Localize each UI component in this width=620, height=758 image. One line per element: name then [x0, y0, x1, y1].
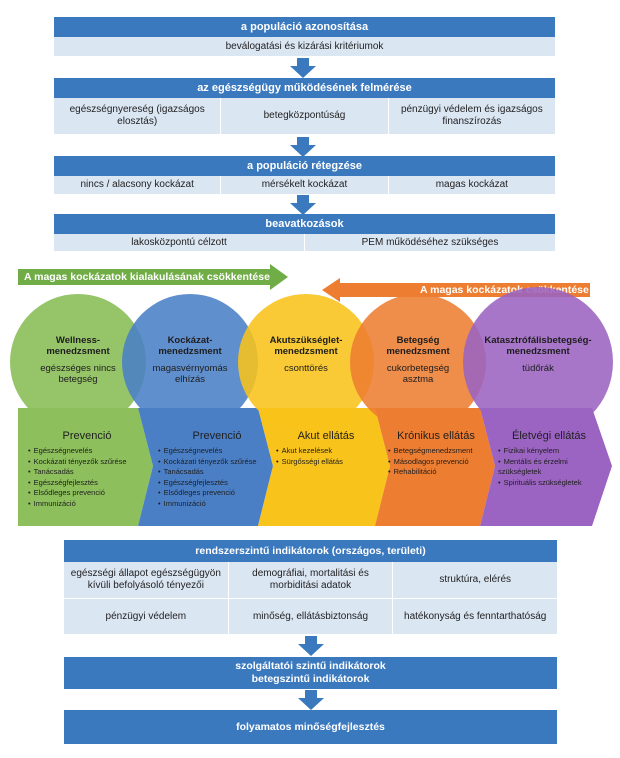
stratification-row: nincs / alacsony kockázat mérsékelt kock…: [54, 176, 555, 194]
health-system-item: egészségnyereség (igazságos elosztás): [69, 104, 205, 127]
green-arrow-label: A magas kockázatok kialakulásának csökke…: [24, 271, 270, 283]
circle-disease-text: Betegség menedzsment cukorbetegség asztm…: [376, 335, 460, 385]
indicator-cell: demográfiai, mortalitási és morbiditási …: [227, 562, 393, 598]
band-title: Prevenció: [192, 430, 242, 442]
indicator-cell: pénzügyi védelem: [105, 611, 187, 622]
provider-indicators-line: szolgáltatói szintű indikátorok: [235, 660, 386, 672]
circle-catastrophic: [463, 287, 613, 437]
band-item: Fizikai kényelem: [498, 446, 600, 457]
indicators-grid: egészségi állapot egészségügyön kívüli b…: [64, 562, 557, 635]
interventions-header: beavatkozások: [54, 214, 555, 234]
band-end-of-life-text: Életvégi ellátás Fizikai kényelem Mentál…: [498, 430, 600, 488]
band-title: Prevenció: [62, 430, 112, 442]
circle-title: Katasztrófálisbetegség-menedzsment: [484, 335, 592, 357]
circle-sub: cukorbetegség asztma: [386, 363, 450, 385]
circle-sub: tüdőrák: [522, 363, 554, 374]
circle-title: Betegség menedzsment: [386, 335, 450, 357]
band-chronic-text: Krónikus ellátás Betegségmenedzsment Más…: [388, 430, 484, 478]
circle-acute-text: Akutszükséglet-menedzsment csonttörés: [254, 335, 358, 374]
band-title: Akut ellátás: [297, 430, 355, 442]
band-item: Akut kezelések: [276, 446, 376, 457]
band-item: Immunizáció: [28, 499, 146, 510]
quality-box: folyamatos minőségfejlesztés: [64, 710, 557, 744]
band-item: Egészségnevelés: [28, 446, 146, 457]
indicator-cell: egészségi állapot egészségügyön kívüli b…: [70, 568, 221, 591]
stratification-item: mérsékelt kockázat: [220, 176, 387, 194]
band-item: Egészségfejlesztés: [158, 478, 276, 489]
indicators-header: rendszerszintű indikátorok (országos, te…: [64, 540, 557, 562]
band-item: Elsődleges prevenció: [28, 488, 146, 499]
health-system-header: az egészségügy működésének felmérése: [54, 78, 555, 98]
circle-title: Akutszükséglet-menedzsment: [269, 335, 343, 357]
health-system-item: pénzügyi védelem és igazságos finanszíro…: [387, 98, 555, 134]
band-item: Tanácsadás: [28, 467, 146, 478]
circle-catastrophic-text: Katasztrófálisbetegség-menedzsment tüdőr…: [476, 335, 600, 374]
band-item: Tanácsadás: [158, 467, 276, 478]
circle-wellness-text: Wellness-menedzsment egészséges nincs be…: [28, 335, 128, 385]
population-id-header: a populáció azonosítása: [54, 17, 555, 37]
population-id-criteria-row: beválogatási és kizárási kritériumok: [54, 37, 555, 56]
band-item: Immunizáció: [158, 499, 276, 510]
stratification-item: magas kockázat: [387, 176, 555, 194]
patient-indicators-line: betegszintű indikátorok: [251, 673, 370, 685]
provider-indicators-box: szolgáltatói szintű indikátorok betegszi…: [64, 657, 557, 689]
band-prevention-2-text: Prevenció Egészségnevelés Kockázati tény…: [158, 430, 276, 509]
band-title: Krónikus ellátás: [397, 430, 475, 442]
circle-title: Wellness-menedzsment: [46, 335, 110, 357]
band-item: Betegségmenedzsment: [388, 446, 484, 457]
circle-acute: [238, 294, 374, 430]
circle-disease: [350, 294, 486, 430]
green-right-arrow: [18, 264, 288, 290]
band-item: Másodlagos prevenció: [388, 457, 484, 468]
band-item: Egészségnevelés: [158, 446, 276, 457]
band-acute-text: Akut ellátás Akut kezelések Sürgősségi e…: [276, 430, 376, 467]
down-arrow: [298, 690, 324, 710]
indicator-cell: hatékonyság és fenntarthatóság: [392, 599, 557, 635]
indicator-cell: struktúra, elérés: [392, 562, 557, 598]
band-item: Mentális és érzelmi szükségletek: [498, 457, 600, 478]
band-item: Rehabilitáció: [388, 467, 484, 478]
circle-risk: [122, 294, 258, 430]
intervention-item: lakosközpontú célzott: [131, 236, 227, 248]
band-item: Spirituális szükségletek: [498, 478, 600, 489]
indicator-cell: minőség, ellátásbiztonság: [227, 599, 393, 635]
health-system-item: betegközpontúság: [220, 98, 387, 134]
stratification-item: nincs / alacsony kockázat: [80, 179, 194, 190]
intervention-item: PEM működéséhez szükséges: [304, 234, 555, 251]
circle-risk-text: Kockázat-menedzsment magasvérnyomás elhí…: [143, 335, 237, 385]
band-title: Életvégi ellátás: [512, 430, 586, 442]
circle-sub: csonttörés: [284, 363, 328, 374]
interventions-row: lakosközpontú célzott PEM működéséhez sz…: [54, 234, 555, 251]
population-id-criteria: beválogatási és kizárási kritériumok: [225, 40, 384, 52]
band-item: Elsődleges prevenció: [158, 488, 276, 499]
band-item: Kockázati tényezők szűrése: [158, 457, 276, 468]
down-arrow: [290, 195, 316, 215]
stratification-header: a populáció rétegzése: [54, 156, 555, 176]
band-acute: [258, 408, 390, 526]
down-arrow: [290, 58, 316, 78]
circle-sub: magasvérnyomás elhízás: [152, 363, 228, 385]
circle-title: Kockázat-menedzsment: [158, 335, 222, 357]
band-item: Sürgősségi ellátás: [276, 457, 376, 468]
circle-wellness: [10, 294, 146, 430]
band-prevention-1-text: Prevenció Egészségnevelés Kockázati tény…: [28, 430, 146, 509]
band-item: Egészségfejlesztés: [28, 478, 146, 489]
down-arrow: [290, 137, 316, 157]
circle-sub: egészséges nincs betegség: [40, 363, 116, 385]
health-system-row: egészségnyereség (igazságos elosztás) be…: [54, 98, 555, 134]
band-item: Kockázati tényezők szűrése: [28, 457, 146, 468]
down-arrow: [298, 636, 324, 656]
